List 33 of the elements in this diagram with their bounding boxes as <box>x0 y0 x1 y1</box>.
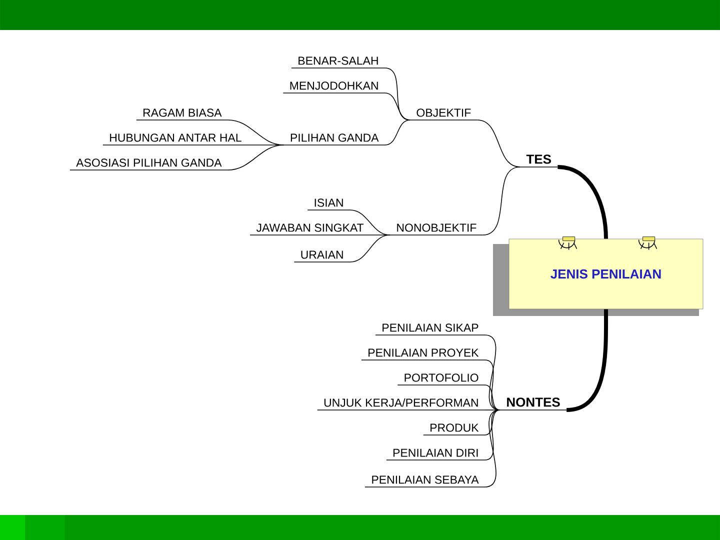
topic-label: PENILAIAN PROYEK <box>361 348 486 360</box>
topic-label: RAGAM BIASA <box>136 108 228 120</box>
topic-label: HUBUNGAN ANTAR HAL <box>102 134 248 146</box>
topic-label: URAIAN <box>294 250 350 262</box>
topic-label: PILIHAN GANDA <box>283 134 386 146</box>
connector <box>566 309 608 412</box>
connector <box>384 92 410 120</box>
topic-label: PENILAIAN DIRI <box>386 448 486 460</box>
topic-label: NONTES <box>500 398 567 410</box>
topic-label: MENJODOHKAN <box>282 82 386 94</box>
connector <box>370 234 390 236</box>
topic-label: PENILAIAN SEBAYA <box>364 476 486 488</box>
topic-label: NONOBJEKTIF <box>390 224 484 236</box>
connector <box>350 234 390 262</box>
topic-label: OBJEKTIF <box>410 108 478 120</box>
connector <box>228 144 284 170</box>
title-box: JENIS PENILAIAN <box>493 238 704 316</box>
topic-label: UNJUK KERJA/PERFORMAN <box>316 398 486 410</box>
topic-label: PORTOFOLIO <box>397 374 486 386</box>
connector <box>558 165 608 239</box>
topic-label: ISIAN <box>307 198 350 210</box>
connector <box>484 384 500 410</box>
topic-label: ASOSIASI PILIHAN GANDA <box>70 158 228 170</box>
topic-label: JAWABAN SINGKAT <box>250 224 370 236</box>
topic-label: BENAR-SALAH <box>291 56 386 68</box>
connector <box>384 120 410 146</box>
connector <box>476 120 520 168</box>
connector <box>484 410 500 460</box>
topic-label: PENILAIAN SIKAP <box>375 324 486 336</box>
connector <box>482 166 520 236</box>
connector <box>484 410 500 436</box>
topic-label: PRODUK <box>423 424 486 436</box>
topic-label: TES <box>520 154 558 168</box>
